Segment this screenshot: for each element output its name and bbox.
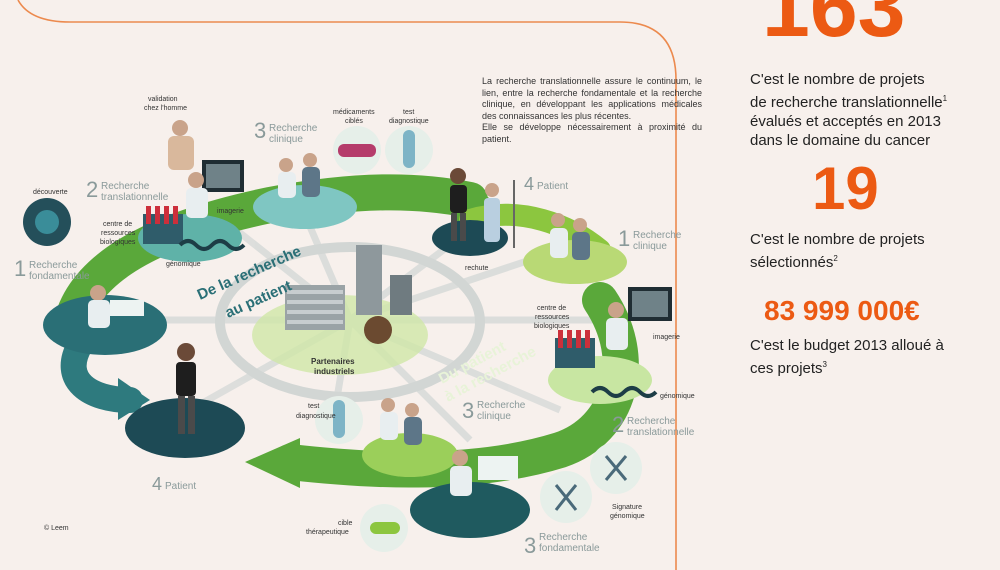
people [88,120,628,496]
label-test-2: diagnostique [389,118,429,125]
stats-panel: 163 C'est le nombre de projets de recher… [740,0,1000,570]
step-num-translationnelle: 2 [86,177,98,202]
step-label-clinique-1: Recherche [269,123,318,134]
disc-clinique-bottom [362,433,458,477]
label-centre-right-2: ressources [535,314,570,321]
stat-1-footnote: 1 [942,94,948,103]
label-test-right-2: diagnostique [296,413,336,420]
label-centre-2: ressources [101,230,136,237]
step-label-translationnelle-2: translationnelle [101,192,169,203]
step-label-fondamentale-bottom-1: Recherche [539,532,588,543]
step-num-patient-left: 4 [152,474,162,494]
item-circles [23,126,642,552]
step-num-clinique-right: 1 [618,226,630,251]
step-label-clinique-right-1: Recherche [633,230,682,241]
stat-value-3: 83 999 000€ [764,295,920,326]
step-label-patient-left: Patient [165,481,196,492]
label-signature-1: Signature [612,504,642,511]
dna-right [590,386,658,398]
step-num-fondamentale: 1 [14,256,26,281]
step-label-translationnelle-1: Recherche [101,181,150,192]
label-signature-2: génomique [610,513,645,520]
frame-line [17,0,677,570]
label-cible-1: cible [338,520,353,527]
label-validation-1: validation [148,96,178,103]
stat-value-2: 19 [812,155,879,222]
stat-2-line-2-wrap: sélectionnés2 [750,249,925,272]
label-partners-2: industriels [314,367,355,376]
stat-1-line-2: de recherche translationnelle [750,94,943,111]
label-genomique-left: génomique [166,261,201,268]
stat-1-line-2-wrap: de recherche translationnelle1 [750,89,947,112]
stat-1-line-3: évalués et acceptés en 2013 [750,113,941,130]
step-label-translationnelle-right-2: translationnelle [627,427,695,438]
stat-3-line-2-wrap: ces projets3 [750,355,944,378]
imaging-monitor-left [202,160,244,192]
label-imagerie-left: imagerie [217,208,244,215]
step-label-translationnelle-right-1: Recherche [627,416,676,427]
step-label-clinique-bottom-1: Recherche [477,400,526,411]
step-num-clinique-bottom: 3 [462,398,474,423]
biobank-rack-left [143,206,183,244]
label-rechute: rechute [465,265,488,272]
step-label-clinique-right-2: clinique [633,241,667,252]
label-partners-1: Partenaires [311,357,355,366]
stat-text-2: C'est le nombre de projets sélectionnés2 [750,230,925,272]
step-label-clinique-bottom-2: clinique [477,411,511,422]
stat-2-footnote: 2 [833,254,838,263]
stat-3-line-1: C'est le budget 2013 alloué à [750,337,944,354]
disc-fondamentale-bottom [410,482,530,538]
stat-2-line-2: sélectionnés [750,254,834,271]
step-num-patient-right: 4 [524,174,534,194]
label-medicaments-1: médicaments [333,109,375,116]
imaging-monitor-right [628,287,672,321]
intro-paragraph-2: Elle se développe nécessairement à proxi… [482,122,702,144]
credit: © Leem [44,524,69,532]
step-label-fondamentale-bottom-2: fondamentale [539,543,600,554]
label-centre-3: biologiques [100,239,136,246]
cycle-arrow-bottom-head [118,378,150,420]
stat-value-1: 163 [762,0,906,55]
label-cible-2: thérapeutique [306,529,349,536]
intro-text: La recherche translationnelle assure le … [482,76,702,146]
label-test-1: test [403,109,414,116]
label-decouverte: découverte [33,189,68,196]
stat-3-line-2: ces projets [750,360,823,377]
step-label-fondamentale-1: Recherche [29,260,78,271]
stat-text-3: C'est le budget 2013 alloué à ces projet… [750,336,944,378]
stat-text-1: C'est le nombre de projets de recherche … [750,70,947,150]
stat-2-line-1: C'est le nombre de projets [750,231,925,248]
stat-1-line-1: C'est le nombre de projets [750,71,925,88]
stat-1-line-4: dans le domaine du cancer [750,132,931,149]
step-num-translationnelle-right: 2 [612,412,624,437]
stat-3-footnote: 3 [822,360,827,369]
step-label-clinique-2: clinique [269,134,303,145]
intro-paragraph-1: La recherche translationnelle assure le … [482,76,702,121]
cycle-arrow-bottom [60,332,143,413]
label-medicaments-2: ciblés [345,118,363,125]
disc-clinique-right [523,240,627,284]
label-centre-right-3: biologiques [534,323,570,330]
step-num-clinique: 3 [254,118,266,143]
hub-ring [215,242,485,402]
biobank-rack-right [555,330,595,368]
label-validation-2: chez l'homme [144,105,187,112]
dna-left [178,239,246,251]
step-label-patient-right: Patient [537,181,568,192]
step-num-fondamentale-bottom: 3 [524,533,536,558]
label-imagerie-right: imagerie [653,334,680,341]
cycle-arrow-right-head [245,438,300,488]
label-centre-right-1: centre de [537,305,566,312]
label-test-right-1: test [308,403,319,410]
label-genomique-right: génomique [660,393,695,400]
step-label-fondamentale-2: fondamentale [29,271,90,282]
label-centre-1: centre de [103,221,132,228]
industrial-buildings [285,245,412,344]
